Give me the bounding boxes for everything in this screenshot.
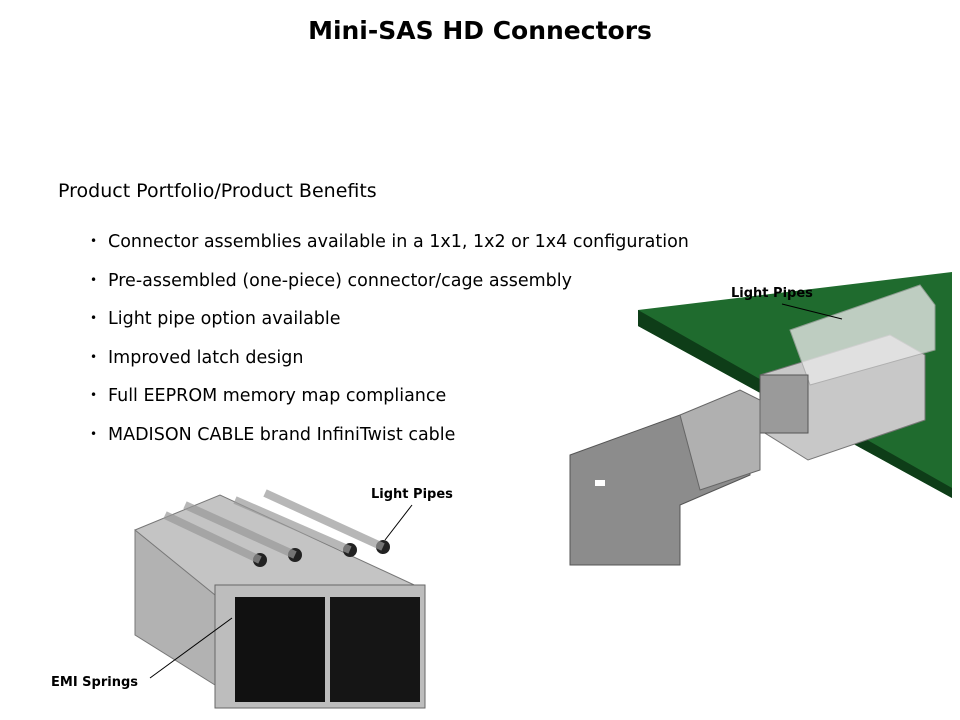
list-item: •Pre-assembled (one-piece) connector/cag… (90, 270, 572, 291)
bullet-text: Light pipe option available (108, 309, 341, 330)
slide-title: Mini-SAS HD Connectors (308, 16, 652, 45)
bullet-text: MADISON CABLE brand InfiniTwist cable (108, 424, 456, 445)
bullet-text: Improved latch design (108, 347, 304, 368)
bullet-text: Full EEPROM memory map compliance (108, 386, 447, 407)
cable-and-cage-image (569, 272, 952, 566)
list-item: •Light pipe option available (90, 309, 341, 330)
section-heading: Product Portfolio/Product Benefits (58, 180, 377, 202)
pointer-line (781, 303, 843, 320)
list-item: •Connector assemblies available in a 1x1… (90, 232, 689, 252)
dual-cage-connector-image (134, 489, 426, 709)
emi-springs-label: EMI Springs (51, 675, 139, 690)
pointer-lines (149, 504, 413, 679)
list-item: •Full EEPROM memory map compliance (90, 386, 447, 407)
list-item: •MADISON CABLE brand InfiniTwist cable (90, 424, 456, 445)
list-item: •Improved latch design (90, 347, 304, 368)
benefits-list: •Connector assemblies available in a 1x1… (90, 229, 689, 461)
light-pipes-label: Light Pipes (731, 286, 813, 301)
bullet-text: Connector assemblies available in a 1x1,… (108, 232, 689, 252)
bullet-text: Pre-assembled (one-piece) connector/cage… (108, 270, 572, 291)
light-pipes-label: Light Pipes (371, 487, 453, 502)
